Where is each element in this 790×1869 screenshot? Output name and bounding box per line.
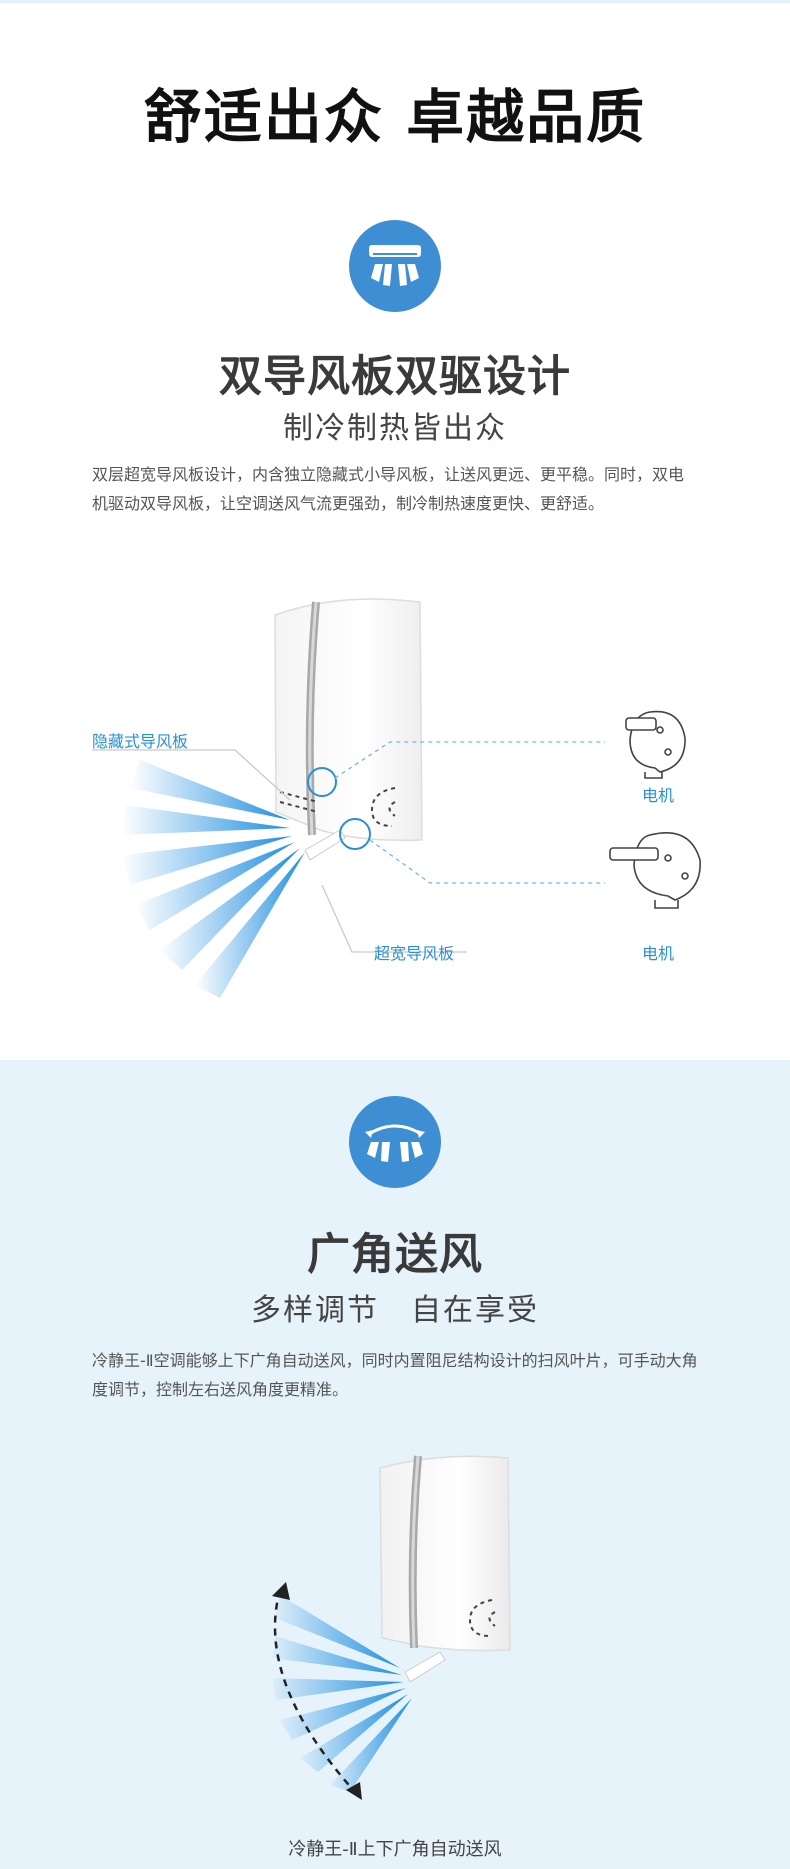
section2-subtitle: 多样调节 自在享受: [251, 1293, 539, 1328]
ac-airflow-icon: [349, 220, 441, 312]
section1-subtitle: 制冷制热皆出众: [283, 411, 507, 446]
label-motor-1: 电机: [642, 786, 675, 805]
dual-vane-illustration: [92, 598, 701, 998]
label-wide-vane: 超宽导风板: [374, 944, 455, 963]
section2-title: 广角送风: [307, 1230, 483, 1280]
section2-caption: 冷静王-Ⅱ上下广角自动送风: [288, 1839, 502, 1860]
section1-title: 双导风板双驱设计: [219, 352, 571, 402]
section1-description: 双层超宽导风板设计，内含独立隐藏式小导风板，让送风更远、更平稳。同时，双电机驱动…: [92, 465, 685, 513]
page-headline: 舒适出众 卓越品质: [143, 83, 647, 151]
section2-description: 冷静王-Ⅱ空调能够上下广角自动送风，同时内置阻尼结构设计的扫风叶片，可手动大角度…: [92, 1351, 698, 1399]
label-motor-2: 电机: [642, 944, 675, 963]
label-hidden-vane: 隐藏式导风板: [92, 732, 189, 751]
wide-angle-airflow-icon: [349, 1096, 441, 1188]
wide-angle-illustration: [272, 1455, 511, 1800]
top-divider: [0, 0, 790, 3]
